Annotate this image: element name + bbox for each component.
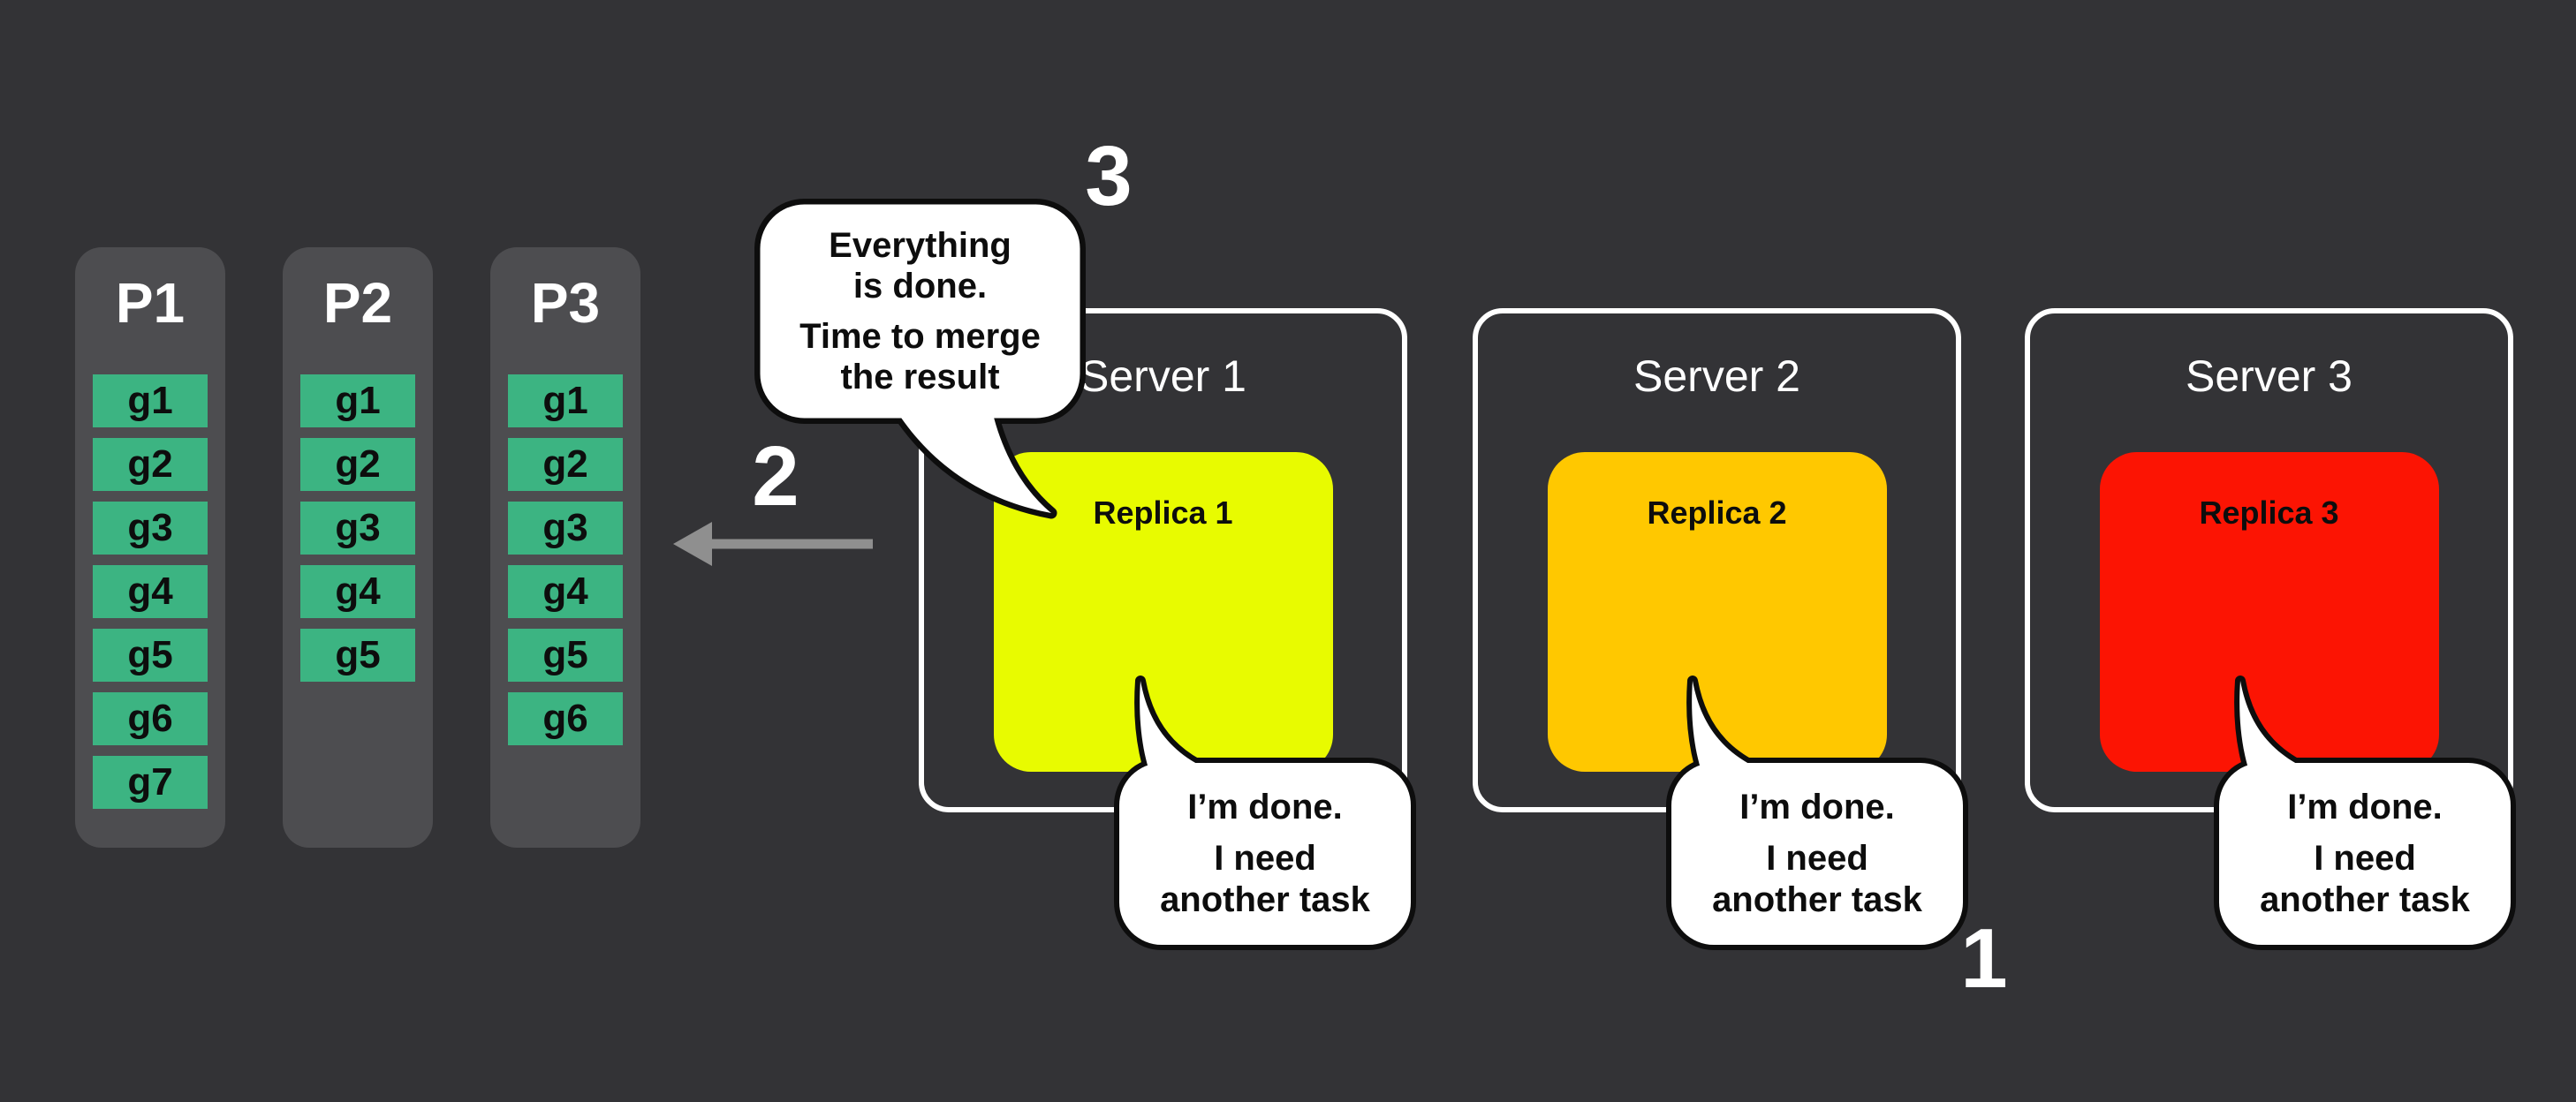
bubble-line: is done. bbox=[852, 267, 988, 306]
bubble-line: I need bbox=[1214, 838, 1316, 878]
bubble-line: another task bbox=[1160, 880, 1370, 920]
done-speech-bubble-1: I’m done. I need another task bbox=[1114, 674, 1416, 950]
replica-2: Replica 2 bbox=[1547, 452, 1887, 772]
speech-bubble-shape bbox=[754, 199, 1086, 519]
server-title: Server 2 bbox=[1633, 351, 1800, 401]
bubble-line: I need bbox=[1766, 838, 1868, 878]
replica-label: Replica 3 bbox=[2199, 494, 2339, 531]
server-3-box: Server 3 Replica 3 bbox=[2025, 308, 2513, 812]
bubble-line: the result bbox=[840, 358, 1000, 396]
chip: g3 bbox=[300, 502, 415, 555]
replica-label: Replica 2 bbox=[1647, 494, 1787, 531]
chip: g2 bbox=[508, 438, 623, 492]
speech-bubble-text: I’m done. I need another task bbox=[2214, 758, 2516, 950]
speech-bubble-shape bbox=[1666, 676, 1968, 950]
step-number-1: 1 bbox=[1960, 911, 2008, 1006]
server-title: Server 3 bbox=[2186, 351, 2352, 401]
chip: g1 bbox=[93, 374, 208, 428]
chip: g3 bbox=[508, 502, 623, 555]
chip: g4 bbox=[93, 565, 208, 619]
bubble-line: I need bbox=[2314, 838, 2416, 878]
chip: g6 bbox=[93, 692, 208, 746]
chip: g2 bbox=[93, 438, 208, 492]
bubble-line: another task bbox=[1712, 880, 1922, 920]
done-speech-bubble-3: I’m done. I need another task bbox=[2214, 674, 2516, 950]
replica-3: Replica 3 bbox=[2099, 452, 2439, 772]
chip: g1 bbox=[508, 374, 623, 428]
partition-title: P3 bbox=[530, 271, 601, 335]
done-speech-bubble-2: I’m done. I need another task bbox=[1666, 674, 1968, 950]
partition-panel-p2: P2 g1 g2 g3 g4 g5 bbox=[283, 247, 433, 848]
chip: g7 bbox=[93, 756, 208, 810]
chip: g3 bbox=[93, 502, 208, 555]
partition-panel-p1: P1 g1 g2 g3 g4 g5 g6 g7 bbox=[75, 247, 225, 848]
step-number-2: 2 bbox=[752, 429, 799, 524]
merge-direction-arrow-icon bbox=[673, 522, 873, 566]
partition-title: P1 bbox=[115, 271, 186, 335]
merge-speech-bubble: Everything is done. Time to merge the re… bbox=[754, 199, 1086, 746]
chip-list: g1 g2 g3 g4 g5 bbox=[300, 374, 415, 683]
chip: g5 bbox=[93, 629, 208, 683]
chip: g5 bbox=[508, 629, 623, 683]
bubble-line: Time to merge bbox=[799, 317, 1041, 356]
chip: g2 bbox=[300, 438, 415, 492]
chip-list: g1 g2 g3 g4 g5 g6 g7 bbox=[93, 374, 208, 810]
chip: g4 bbox=[508, 565, 623, 619]
speech-bubble-text: I’m done. I need another task bbox=[1114, 758, 1416, 950]
speech-bubble-text: Everything is done. Time to merge the re… bbox=[754, 199, 1086, 424]
server-title: Server 1 bbox=[1080, 351, 1246, 401]
partition-panel-p3: P3 g1 g2 g3 g4 g5 g6 bbox=[490, 247, 640, 848]
speech-bubble-shape bbox=[1114, 676, 1416, 950]
partition-title: P2 bbox=[322, 271, 393, 335]
speech-bubble-text: I’m done. I need another task bbox=[1666, 758, 1968, 950]
server-2-box: Server 2 Replica 2 bbox=[1473, 308, 1961, 812]
speech-bubble-shape bbox=[2214, 676, 2516, 950]
chip: g6 bbox=[508, 692, 623, 746]
bubble-line: Everything bbox=[829, 226, 1011, 265]
step-number-3: 3 bbox=[1085, 129, 1133, 223]
bubble-line: another task bbox=[2260, 880, 2470, 920]
chip-list: g1 g2 g3 g4 g5 g6 bbox=[508, 374, 623, 746]
bubble-line: I’m done. bbox=[1187, 787, 1343, 826]
bubble-line: I’m done. bbox=[2287, 787, 2443, 826]
chip: g5 bbox=[300, 629, 415, 683]
chip: g1 bbox=[300, 374, 415, 428]
replica-label: Replica 1 bbox=[1093, 494, 1233, 531]
bubble-line: I’m done. bbox=[1739, 787, 1895, 826]
chip: g4 bbox=[300, 565, 415, 619]
